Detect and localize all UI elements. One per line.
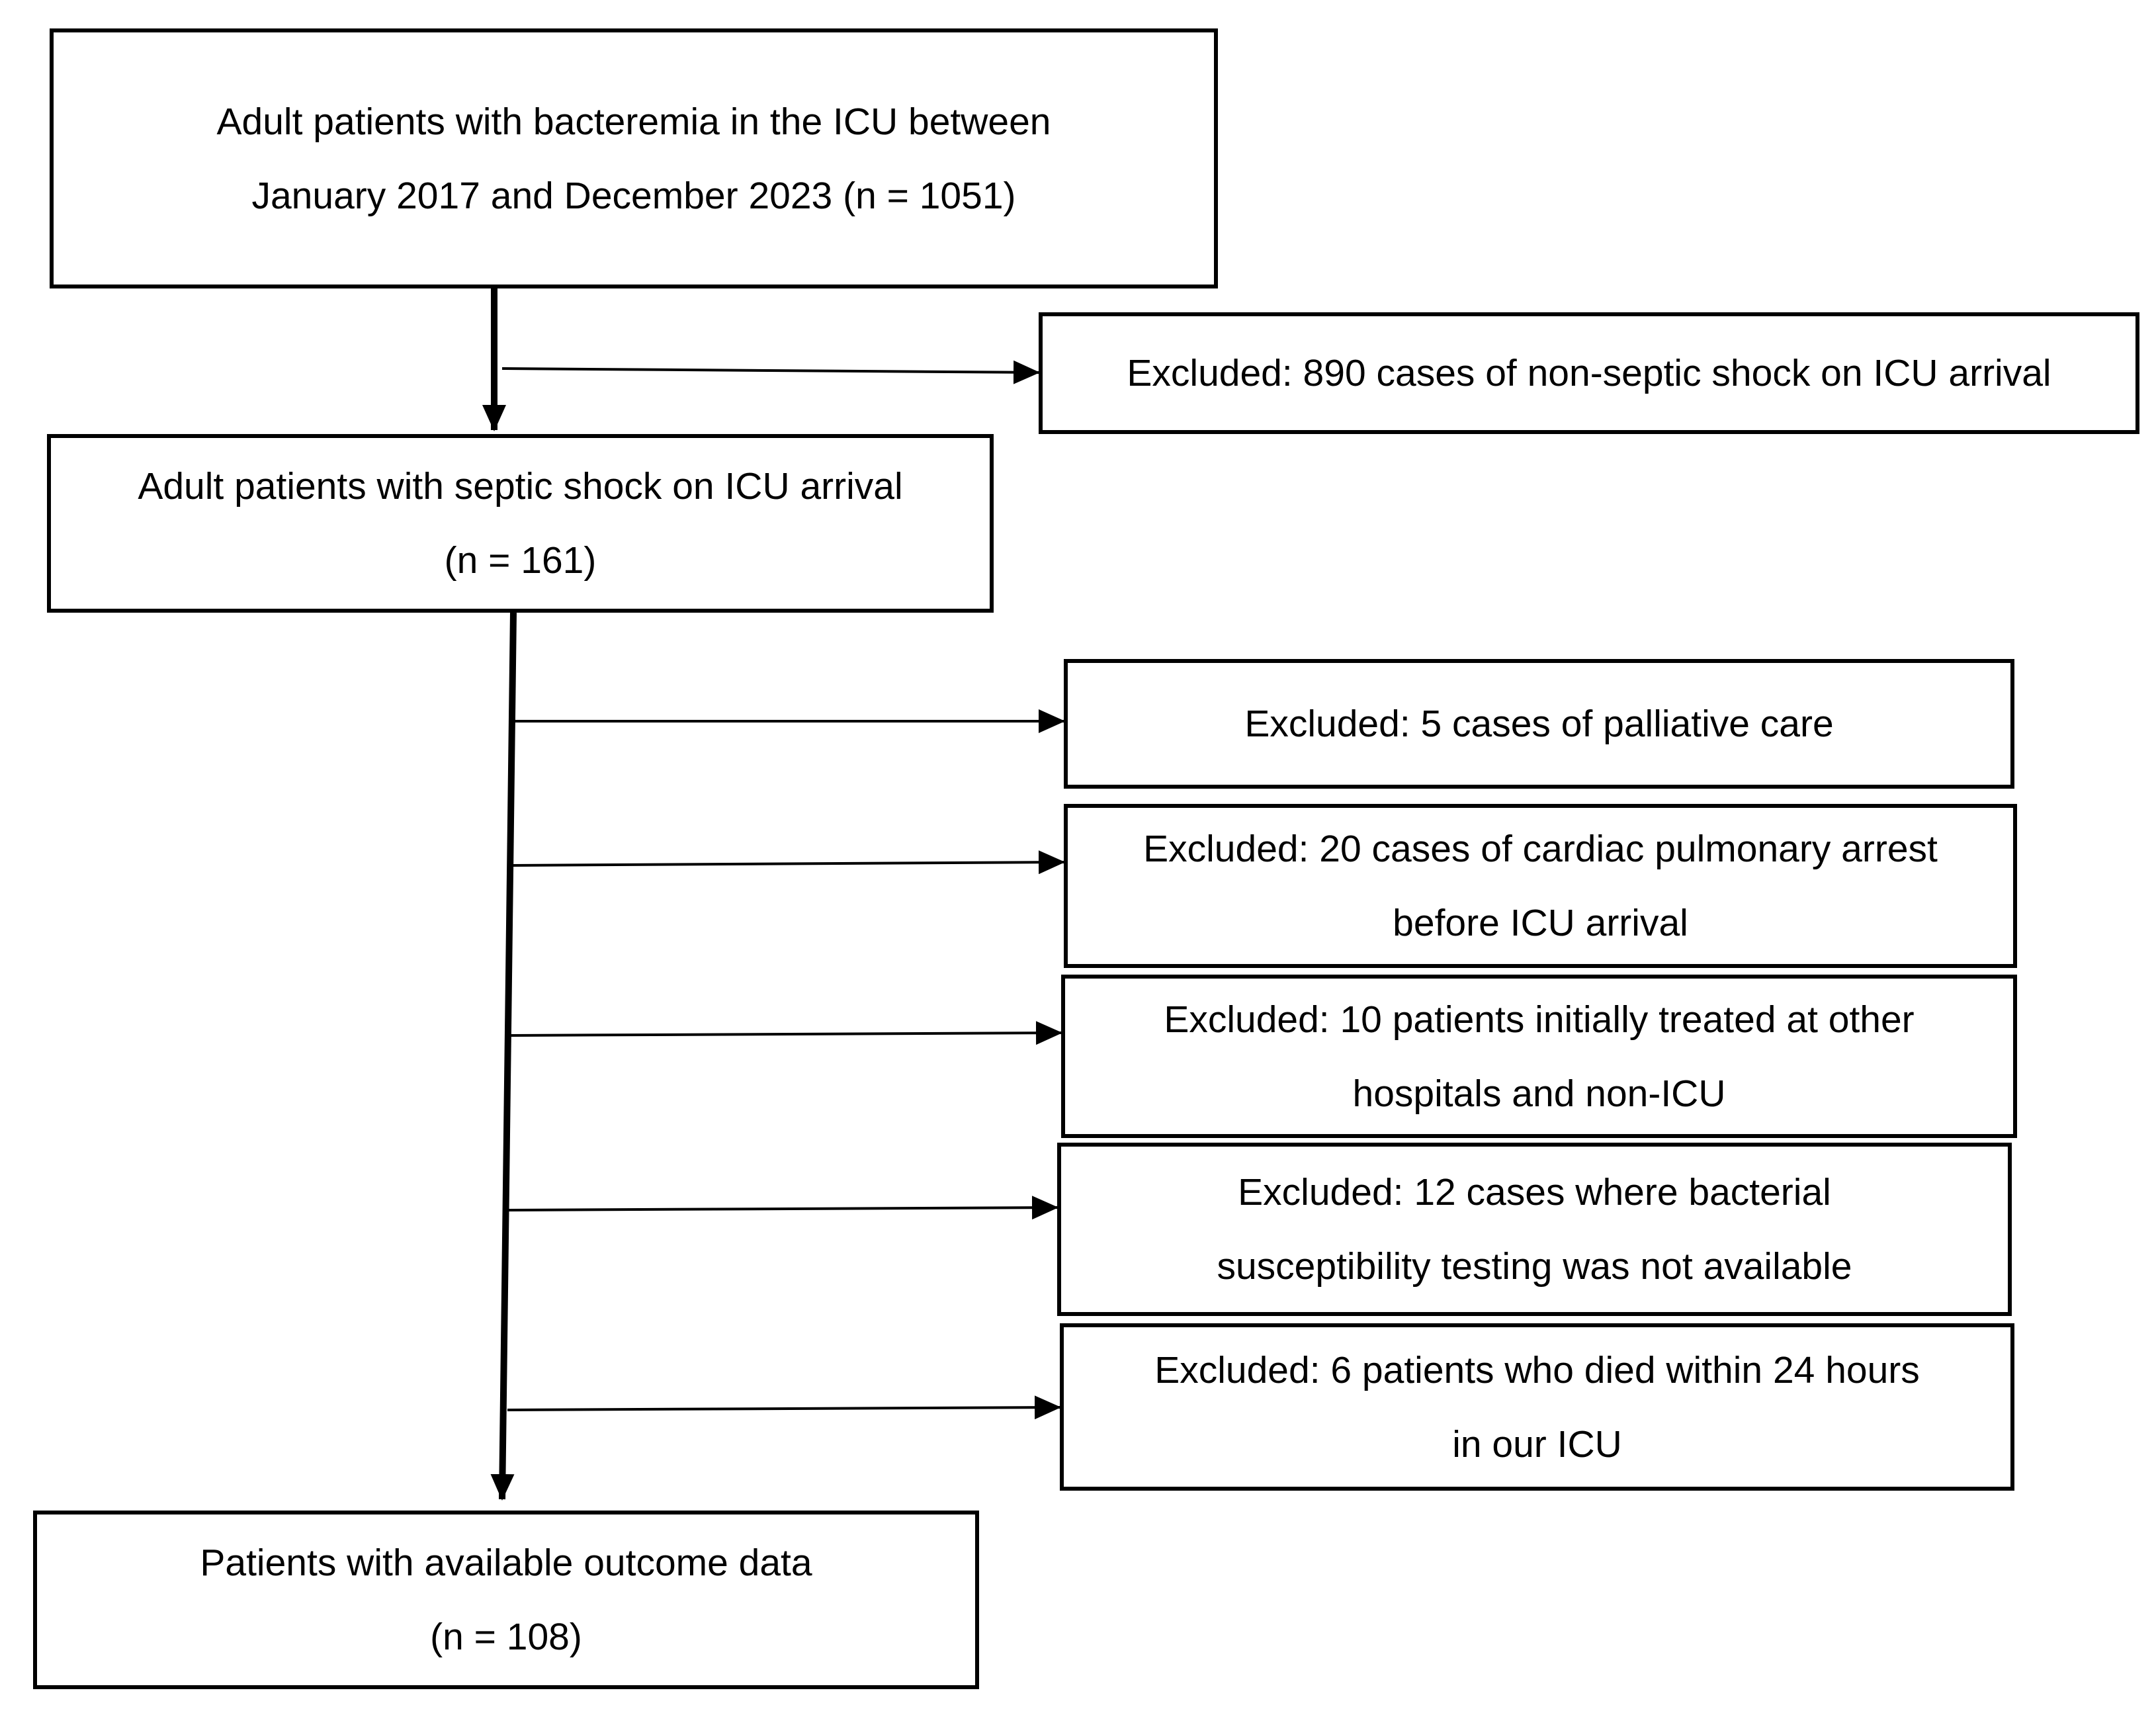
box-exclusion-6-line-2: in our ICU xyxy=(1452,1423,1622,1466)
box-exclusion-6: Excluded: 6 patients who died within 24 … xyxy=(1060,1323,2014,1491)
box-exclusion-4-line-1: Excluded: 10 patients initially treated … xyxy=(1164,998,1915,1041)
branch-arrow-exclusion-4 xyxy=(509,1021,1062,1045)
box-exclusion-5: Excluded: 12 cases where bacterial susce… xyxy=(1057,1143,2012,1316)
box-exclusion-6-line-1: Excluded: 6 patients who died within 24 … xyxy=(1154,1348,1920,1391)
box-start-line-2: January 2017 and December 2023 (n = 1051… xyxy=(251,174,1016,217)
branch-arrow-exclusion-3 xyxy=(511,850,1065,875)
box-exclusion-2-line-1: Excluded: 5 cases of palliative care xyxy=(1244,703,1834,745)
box-final-line-2: (n = 108) xyxy=(430,1616,582,1658)
box-septic-shock: Adult patients with septic shock on ICU … xyxy=(47,434,994,613)
main-arrow-septic-to-final xyxy=(490,612,517,1501)
branch-arrow-exclusion-1 xyxy=(501,360,1040,384)
box-septic-shock-line-1: Adult patients with septic shock on ICU … xyxy=(138,465,903,507)
box-exclusion-5-line-2: susceptibility testing was not available xyxy=(1217,1245,1852,1288)
branch-arrow-exclusion-5 xyxy=(508,1196,1058,1220)
box-exclusion-4-line-2: hospitals and non-ICU xyxy=(1352,1072,1726,1115)
box-exclusion-4: Excluded: 10 patients initially treated … xyxy=(1061,975,2017,1138)
box-exclusion-5-line-1: Excluded: 12 cases where bacterial xyxy=(1238,1171,1831,1213)
box-start-population: Adult patients with bacteremia in the IC… xyxy=(50,28,1218,288)
box-final-line-1: Patients with available outcome data xyxy=(200,1542,812,1584)
box-final-cohort: Patients with available outcome data (n … xyxy=(33,1511,979,1689)
box-exclusion-3-line-2: before ICU arrival xyxy=(1393,902,1688,944)
box-exclusion-3-line-1: Excluded: 20 cases of cardiac pulmonary … xyxy=(1143,828,1938,870)
box-start-line-1: Adult patients with bacteremia in the IC… xyxy=(216,100,1051,143)
box-exclusion-1: Excluded: 890 cases of non-septic shock … xyxy=(1039,312,2139,434)
branch-arrow-exclusion-6 xyxy=(507,1395,1061,1420)
box-septic-shock-line-2: (n = 161) xyxy=(444,539,597,582)
box-exclusion-1-line-1: Excluded: 890 cases of non-septic shock … xyxy=(1127,352,2051,394)
box-exclusion-3: Excluded: 20 cases of cardiac pulmonary … xyxy=(1064,804,2017,968)
box-exclusion-2: Excluded: 5 cases of palliative care xyxy=(1064,659,2014,789)
